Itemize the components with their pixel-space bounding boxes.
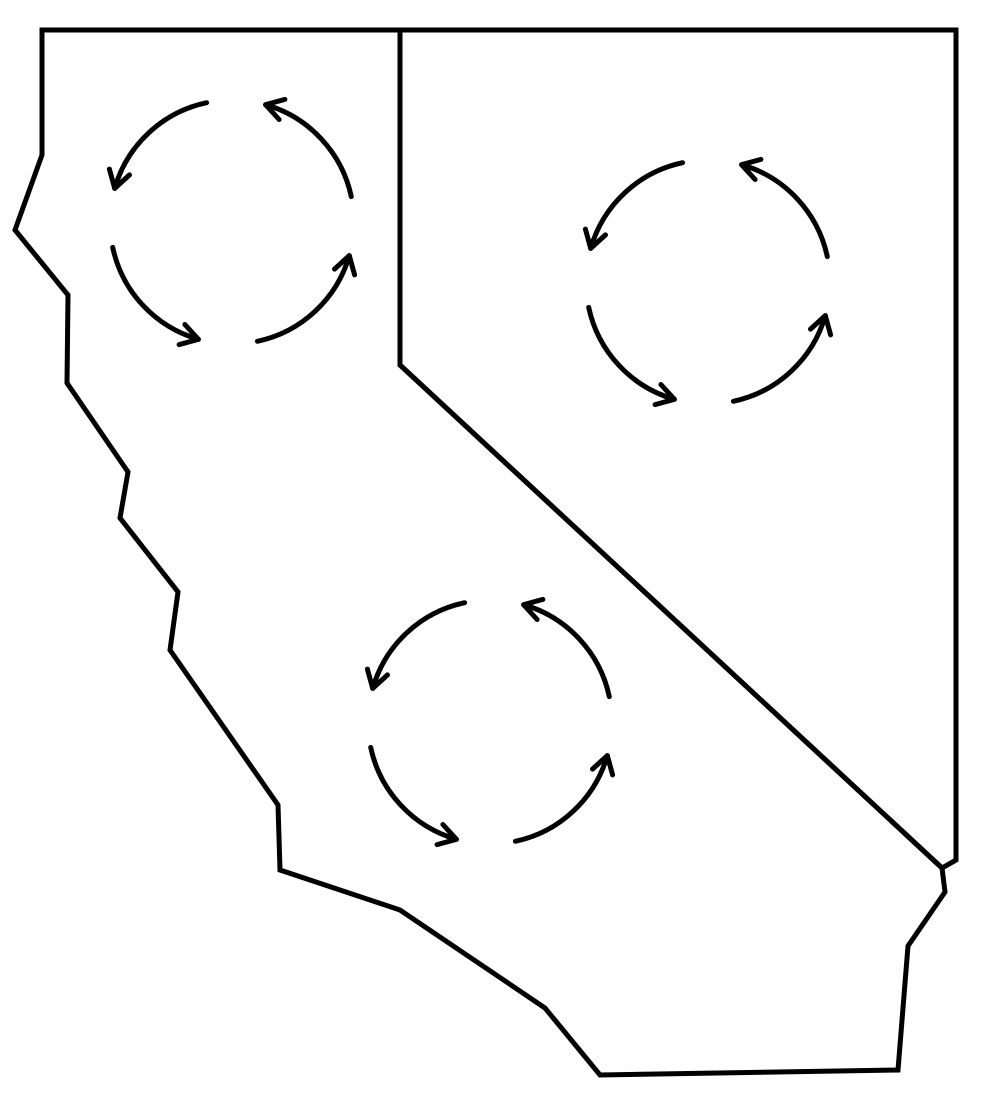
arrowhead-icon — [263, 96, 288, 122]
cycle-nevada — [582, 156, 834, 408]
cycle-arc — [368, 744, 459, 842]
cycle-north-california — [106, 96, 358, 348]
arrowhead-icon — [332, 253, 358, 278]
cycle-arc — [254, 253, 352, 344]
cycle-arc — [112, 100, 210, 191]
arrowhead-icon — [176, 322, 201, 348]
cycle-arrows — [106, 96, 834, 848]
nevada-outline — [397, 27, 959, 872]
arrowhead-icon — [106, 166, 132, 191]
cycle-arc — [521, 602, 612, 700]
cycle-south-california — [364, 596, 616, 848]
arrowhead-icon — [808, 313, 834, 338]
cycle-arc — [512, 753, 610, 844]
arrowhead-icon — [364, 666, 390, 691]
cycle-arc — [263, 102, 354, 200]
arrowhead-icon — [652, 382, 677, 408]
state-outlines — [12, 27, 959, 1078]
arrowhead-icon — [739, 156, 764, 182]
arrowhead-icon — [582, 226, 608, 251]
arrowhead-icon — [590, 753, 616, 778]
cycle-arc — [730, 313, 828, 404]
arrowhead-icon — [521, 596, 546, 622]
cycle-arc — [588, 160, 686, 251]
arrowhead-icon — [434, 822, 459, 848]
cycle-arc — [370, 600, 468, 691]
cycle-arc — [739, 162, 830, 260]
cycle-arc — [110, 244, 201, 342]
cycle-arc — [586, 304, 677, 402]
california-outline — [12, 27, 948, 1078]
